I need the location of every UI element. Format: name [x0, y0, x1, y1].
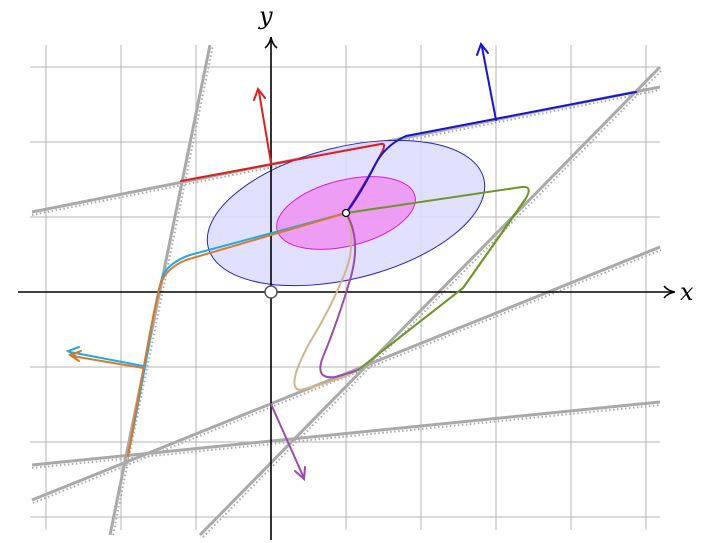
trajectory-tan: [293, 212, 359, 391]
arrow-cyan: [65, 346, 144, 367]
constraint-line-3: [198, 65, 663, 538]
arrow-purple: [270, 403, 306, 482]
arrow-red: [253, 86, 272, 164]
trajectory-orange: [127, 212, 347, 457]
gradient-arrows: [65, 41, 497, 482]
arrow-orange: [67, 350, 144, 369]
x-axis-label: x: [680, 278, 694, 306]
origin-point: [264, 285, 278, 299]
trajectory-green-boundary: [357, 199, 526, 371]
trajectories: [127, 91, 637, 457]
y-axis-arrow: [264, 36, 278, 49]
y-axis-label: y: [258, 2, 273, 30]
arrow-blue: [476, 41, 497, 121]
trajectory-blue: [345, 91, 637, 214]
center-point: [341, 208, 351, 218]
constraint-line-2: [108, 44, 214, 536]
x-axis-arrow: [663, 285, 676, 299]
trajectory-purple: [319, 212, 359, 379]
constraint-line-5: [31, 400, 661, 469]
